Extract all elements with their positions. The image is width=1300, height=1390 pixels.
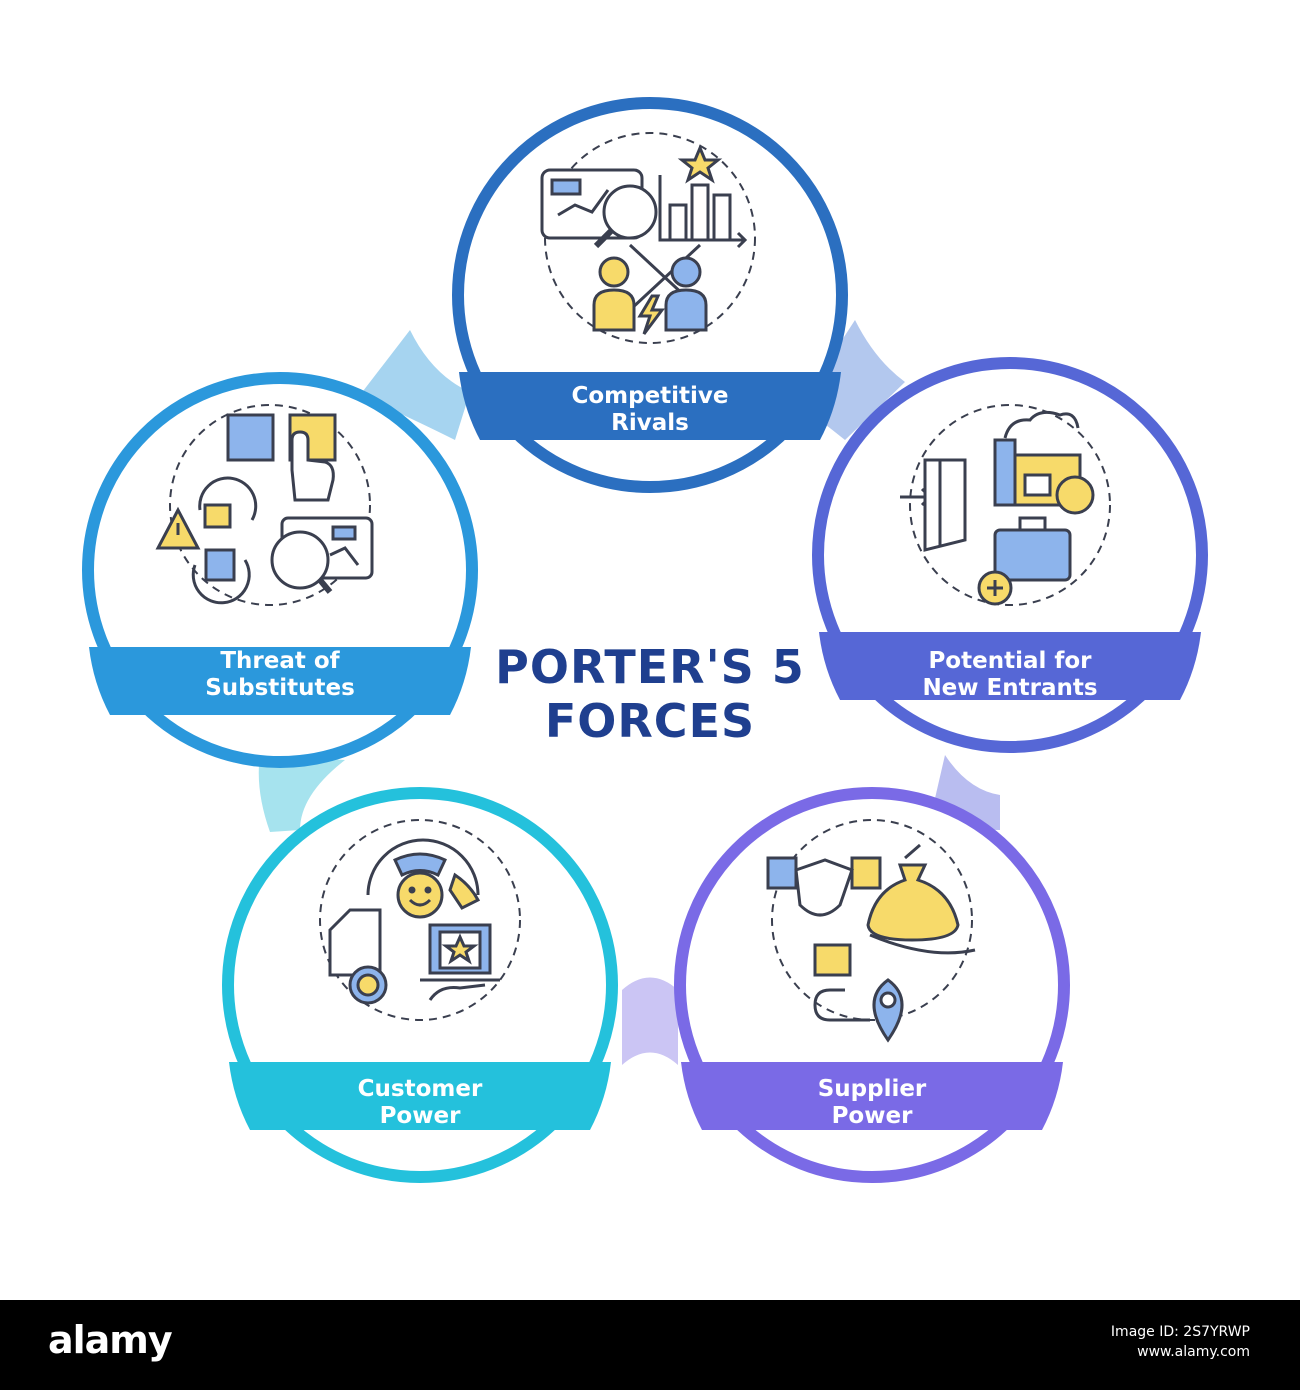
label-potential-for-new-entrants: Potential for New Entrants — [860, 648, 1160, 702]
diagram-title-line1: PORTER'S 5 — [495, 640, 805, 694]
label-competitive-rivals: Competitive Rivals — [500, 383, 800, 437]
label-supplier-power: Supplier Power — [722, 1076, 1022, 1130]
site-url: www.alamy.com — [1137, 1344, 1250, 1360]
dashed-ring-icon — [169, 404, 371, 606]
label-line2: Power — [831, 1103, 913, 1129]
competition-icon — [540, 144, 748, 335]
substitutes-icon — [155, 413, 374, 605]
diagram-title-line2: FORCES — [544, 694, 756, 748]
dashed-ring-icon — [909, 404, 1111, 606]
watermark-footer: alamy Image ID: 2S7YRWP www.alamy.com — [0, 1300, 1300, 1390]
label-line1: Customer — [357, 1076, 483, 1102]
force-threat-of-substitutes — [82, 372, 478, 768]
customer-icon — [328, 838, 500, 1005]
label-line1: Competitive — [571, 383, 729, 409]
label-line1: Potential for — [928, 648, 1092, 674]
dashed-ring-icon — [771, 819, 973, 1021]
diagram-title: PORTER'S 5 FORCES — [430, 640, 870, 748]
dashed-ring-icon — [319, 819, 521, 1021]
force-customer-power — [222, 787, 618, 1183]
connector-rivals-substitutes — [360, 330, 470, 440]
label-line2: New Entrants — [922, 675, 1098, 701]
label-line1: Threat of — [220, 648, 340, 674]
label-line2: Substitutes — [205, 675, 355, 701]
force-supplier-power — [674, 787, 1070, 1183]
image-id: Image ID: 2S7YRWP — [1110, 1324, 1250, 1340]
force-potential-for-new-entrants — [812, 357, 1208, 753]
connector-supplier-customer — [622, 977, 678, 1065]
force-competitive-rivals — [452, 97, 848, 493]
connector-customer-substitutes — [258, 755, 345, 832]
image-id-block: Image ID: 2S7YRWP www.alamy.com — [1111, 1322, 1250, 1362]
label-line1: Supplier — [817, 1076, 927, 1102]
label-line2: Power — [379, 1103, 461, 1129]
alamy-logo: alamy — [48, 1318, 173, 1362]
label-line2: Rivals — [611, 410, 689, 436]
label-threat-of-substitutes: Threat of Substitutes — [130, 648, 430, 702]
supplier-icon — [766, 843, 976, 1043]
porters-five-forces-diagram — [82, 97, 1208, 1183]
label-customer-power: Customer Power — [270, 1076, 570, 1130]
new-entrants-icon — [900, 410, 1095, 606]
